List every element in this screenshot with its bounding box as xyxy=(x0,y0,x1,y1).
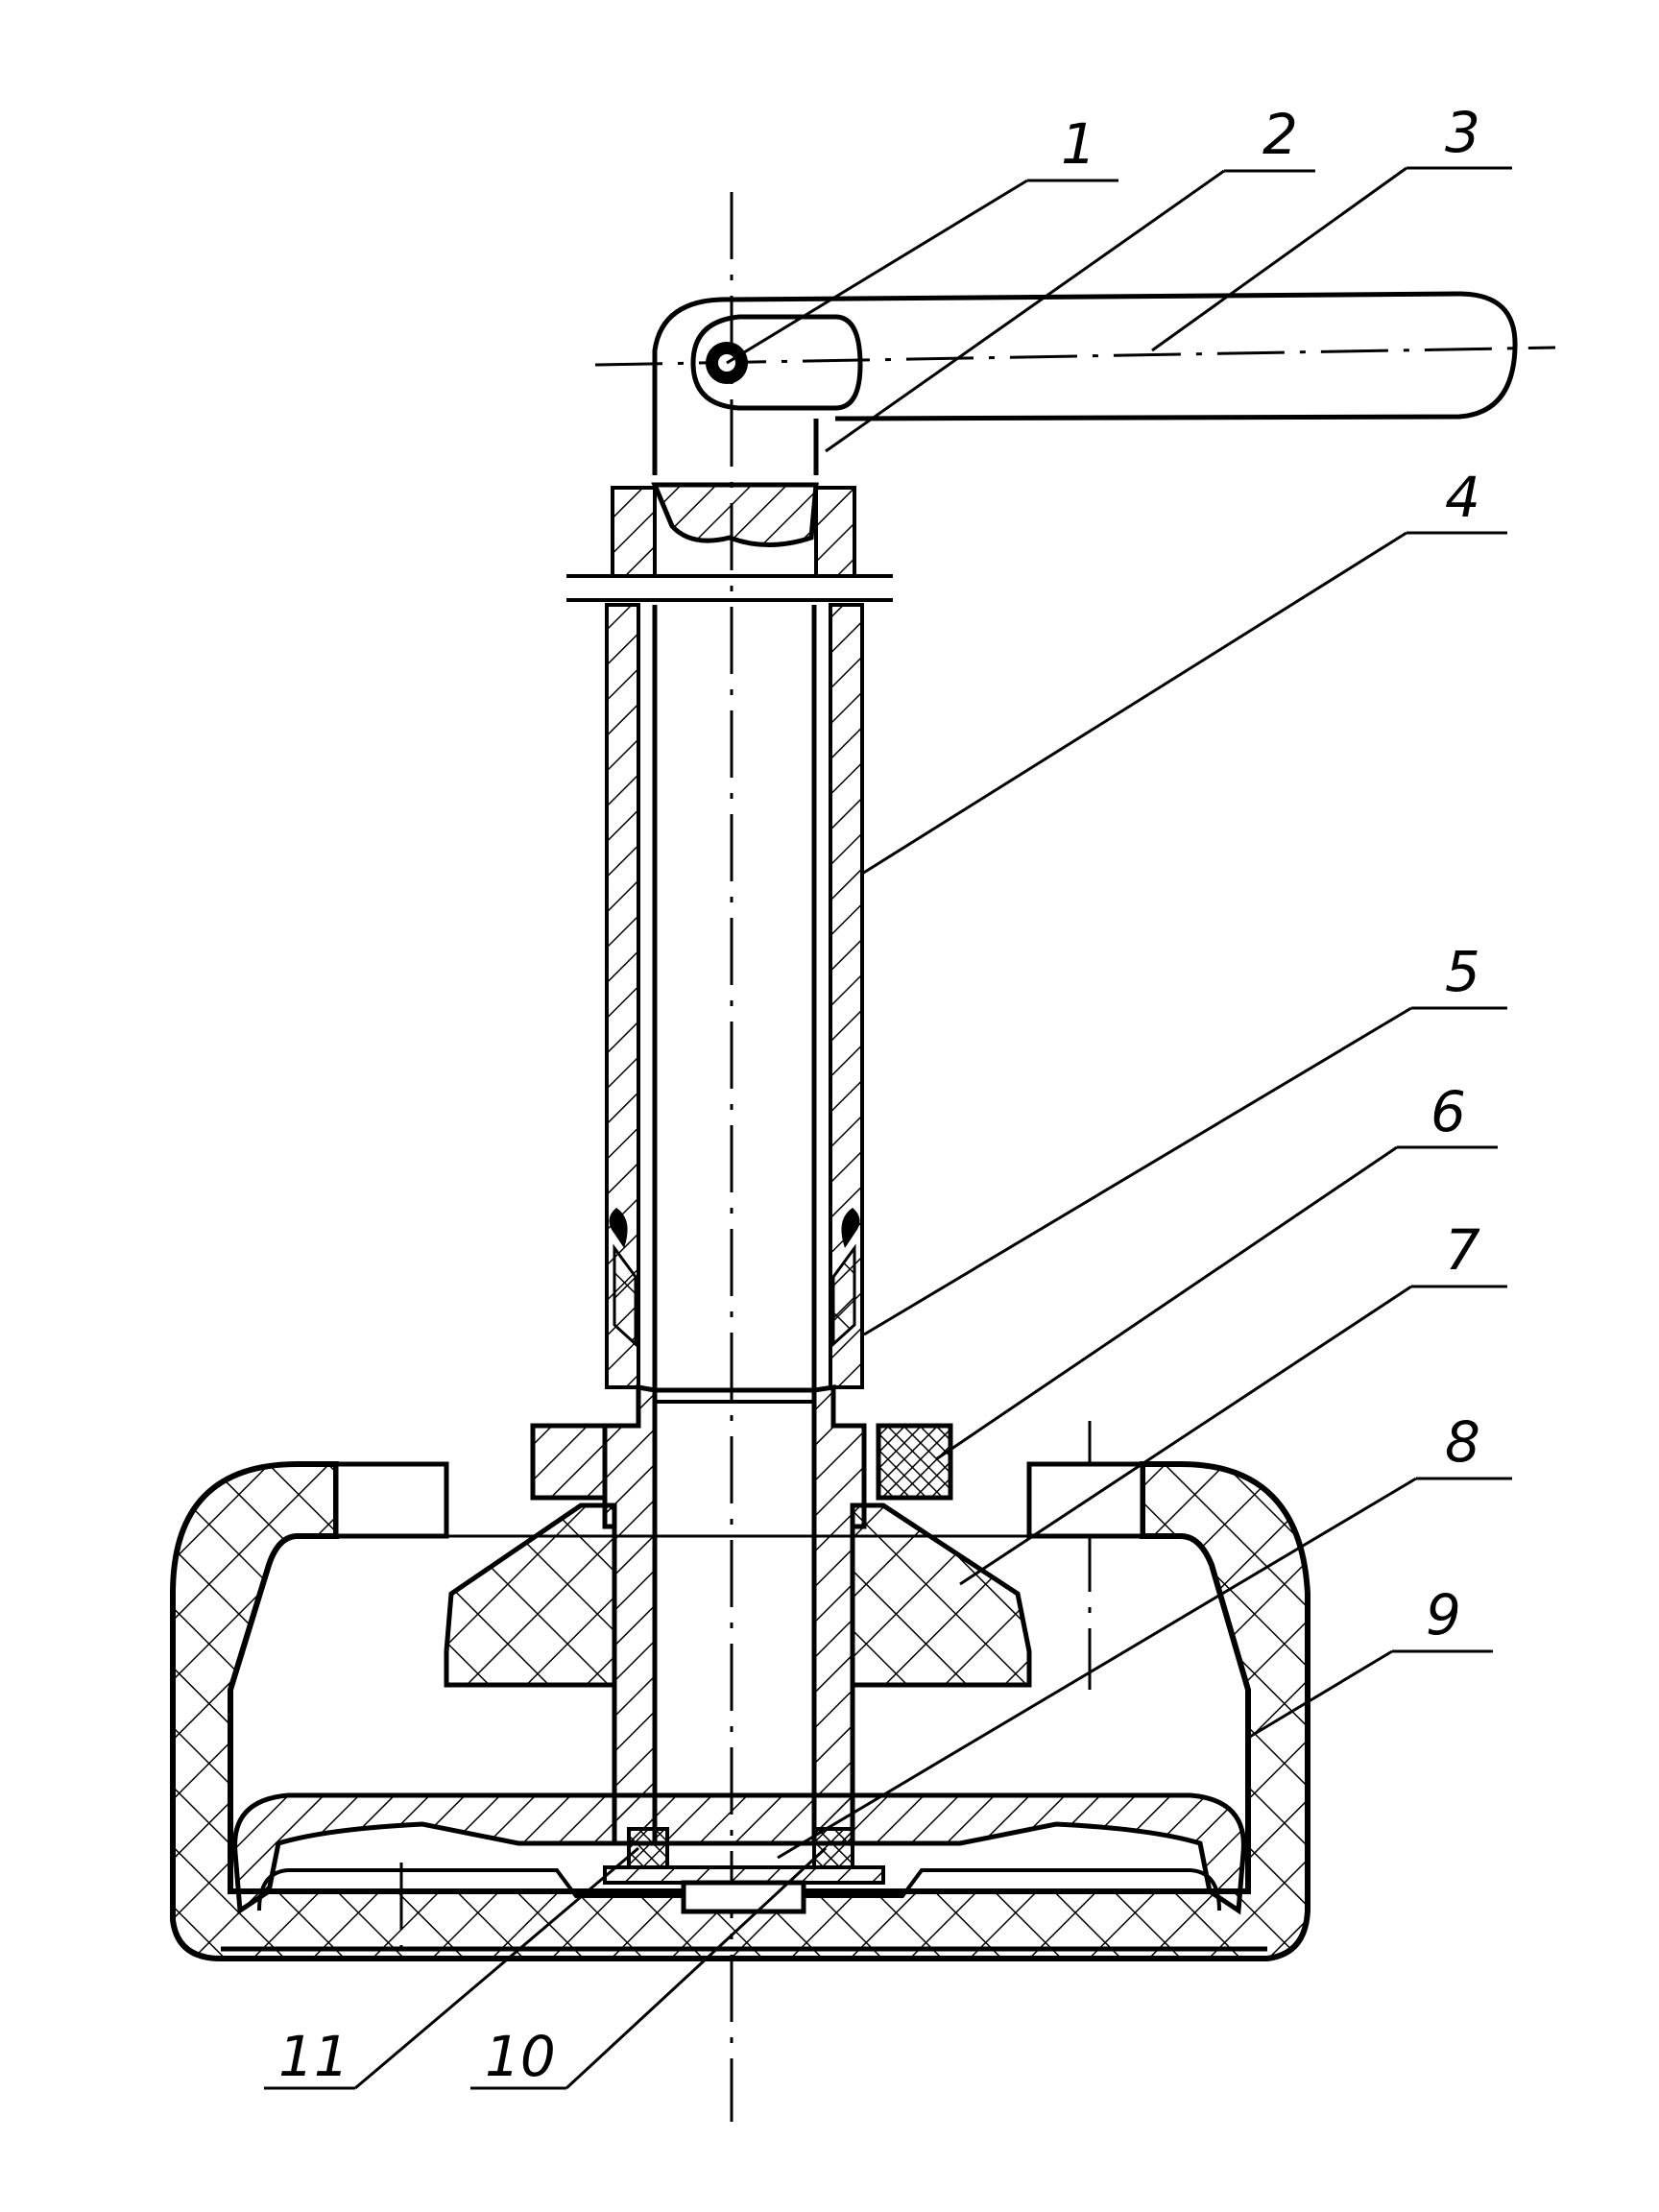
callout-3: 3 xyxy=(1445,100,1480,165)
leader-4 xyxy=(861,531,1407,876)
leader-9 xyxy=(1247,1649,1393,1740)
callout-4: 4 xyxy=(1445,465,1480,530)
lock-nut-11-left xyxy=(627,1827,669,1869)
nut-right-section xyxy=(876,1423,953,1501)
weld-5 xyxy=(609,1208,860,1348)
base-ring-section xyxy=(170,1461,1310,1961)
top-cap-2 xyxy=(651,482,819,547)
callout-6: 6 xyxy=(1431,1079,1466,1144)
leader-7 xyxy=(959,1285,1412,1586)
dished-plate-8 xyxy=(221,1792,1267,1952)
leader-10 xyxy=(565,1846,828,2090)
callout-8: 8 xyxy=(1445,1409,1480,1475)
callout-2: 2 xyxy=(1262,102,1298,167)
hub-7 xyxy=(444,1503,1032,1688)
tube-right-wall xyxy=(829,603,864,1389)
threaded-stem xyxy=(652,1387,817,1843)
callout-11: 11 xyxy=(278,2024,349,2089)
nut-left-section xyxy=(530,1423,608,1501)
leader-3 xyxy=(1151,166,1407,352)
collar-right-wall xyxy=(814,486,856,578)
weld-bead-right xyxy=(841,1208,860,1248)
lock-nut-11-right xyxy=(812,1827,854,1869)
callout-numbers: 1 2 3 4 5 6 7 8 9 10 11 xyxy=(278,100,1480,2089)
leader-1 xyxy=(726,179,1028,365)
callout-10: 10 xyxy=(485,2024,556,2089)
callout-1: 1 xyxy=(1061,111,1096,177)
leader-11 xyxy=(354,1846,639,2090)
leader-8 xyxy=(777,1477,1417,1860)
upper-tube-collar xyxy=(566,486,893,602)
hub-left-section xyxy=(444,1503,617,1688)
hub-right-section xyxy=(850,1503,1032,1688)
pivot-boss-outline xyxy=(652,297,733,475)
dished-plate-section xyxy=(232,1792,1246,1915)
weld-fill-right xyxy=(831,1243,856,1348)
leader-2 xyxy=(825,169,1225,453)
weld-bead-left xyxy=(609,1208,628,1248)
pivot-clevis-outline xyxy=(690,314,863,411)
top-cap-section xyxy=(651,482,819,547)
handle-lever-outline xyxy=(731,291,1518,421)
collar-left-wall xyxy=(611,486,657,578)
callout-7: 7 xyxy=(1445,1217,1480,1283)
leader-5 xyxy=(863,1006,1412,1336)
leader-6 xyxy=(935,1145,1398,1461)
callout-5: 5 xyxy=(1445,939,1480,1004)
nut-6 xyxy=(530,1423,953,1501)
bolt-hole-left xyxy=(333,1461,449,1539)
column-tube-4 xyxy=(605,603,864,1392)
callout-9: 9 xyxy=(1426,1582,1461,1647)
weld-fill-left xyxy=(613,1243,637,1348)
leader-lines xyxy=(264,166,1512,2090)
handle-lever xyxy=(652,291,1518,475)
handle-axis-center-line xyxy=(594,346,1556,367)
sleeve-bushing xyxy=(602,1384,867,1846)
